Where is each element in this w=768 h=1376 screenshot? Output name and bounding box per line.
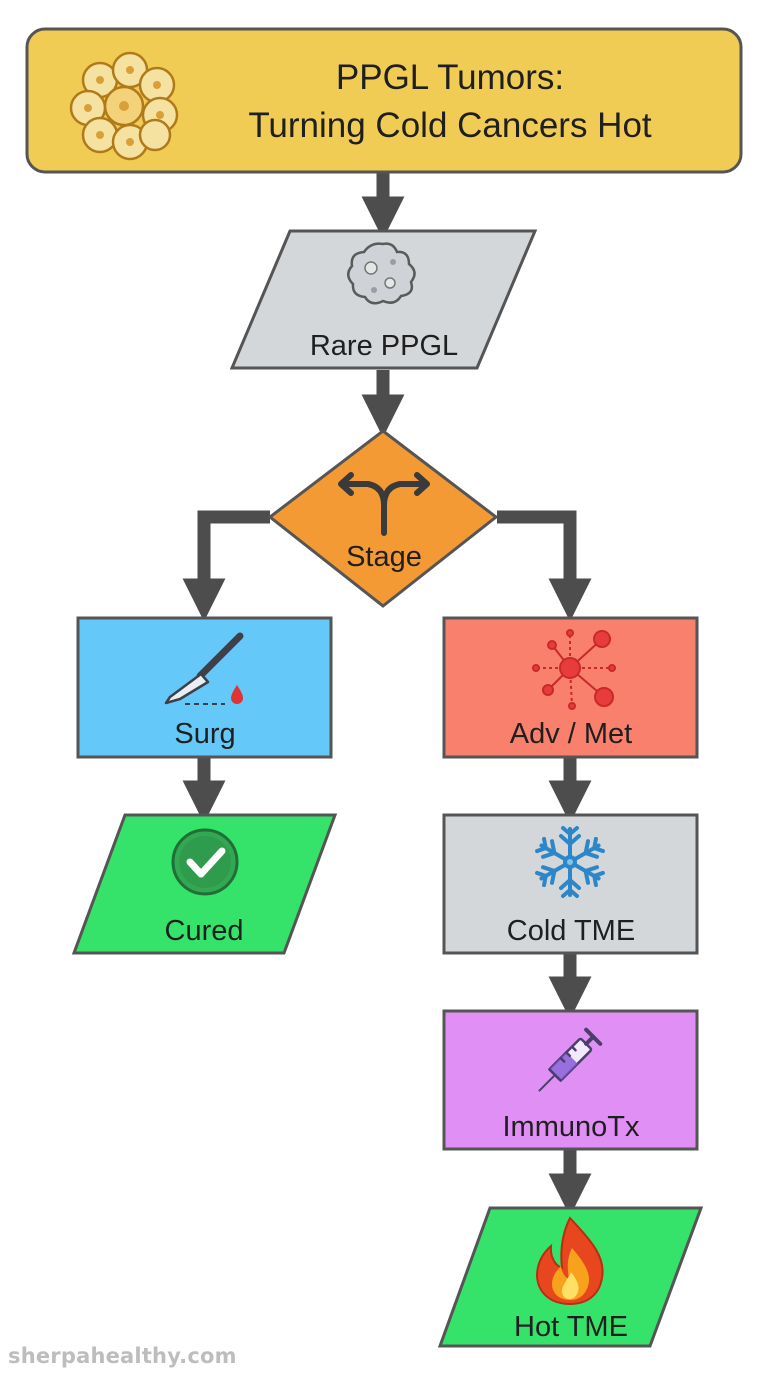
metastasis-network-icon bbox=[532, 629, 616, 710]
node-rare-ppgl: Rare PPGL bbox=[229, 229, 538, 370]
snowflake-icon bbox=[534, 826, 606, 898]
tumor-cell-icon bbox=[347, 242, 416, 305]
node-adv-met-label: Adv / Met bbox=[510, 718, 633, 750]
scalpel-icon bbox=[164, 632, 244, 705]
title-line-1: PPGL Tumors: bbox=[336, 58, 564, 97]
title-box: PPGL Tumors: Turning Cold Cancers Hot bbox=[25, 27, 743, 174]
node-cold-tme: Cold TME bbox=[442, 813, 699, 955]
syringe-icon bbox=[538, 1027, 603, 1092]
flame-icon bbox=[535, 1216, 604, 1306]
fork-arrow-icon bbox=[338, 472, 430, 536]
node-stage: Stage bbox=[267, 429, 499, 608]
node-surg: Surg bbox=[76, 616, 333, 759]
node-hot-tme-label: Hot TME bbox=[514, 1311, 628, 1343]
node-hot-tme: Hot TME bbox=[437, 1206, 704, 1348]
node-surg-label: Surg bbox=[174, 718, 235, 750]
watermark: sherpahealthy.com bbox=[8, 1344, 237, 1368]
checkmark-icon bbox=[171, 828, 239, 896]
node-stage-label: Stage bbox=[346, 541, 422, 573]
node-cold-tme-label: Cold TME bbox=[507, 915, 635, 947]
node-cured: Cured bbox=[71, 813, 338, 955]
title-line-2: Turning Cold Cancers Hot bbox=[248, 106, 652, 145]
node-immunotx-label: ImmunoTx bbox=[503, 1111, 640, 1143]
arrow-stage-to-adv bbox=[497, 510, 592, 622]
node-adv-met: Adv / Met bbox=[442, 616, 699, 759]
cell-cluster-icon bbox=[69, 51, 179, 161]
arrow-stage-to-surg bbox=[182, 510, 270, 622]
connectors bbox=[182, 172, 592, 1217]
node-immunotx: ImmunoTx bbox=[442, 1009, 699, 1151]
node-cured-label: Cured bbox=[165, 915, 244, 947]
node-rare-ppgl-label: Rare PPGL bbox=[310, 330, 458, 362]
